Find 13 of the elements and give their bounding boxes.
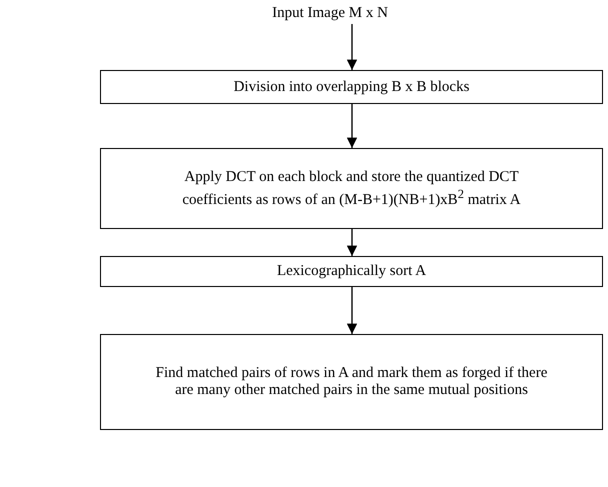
arrow (346, 104, 358, 148)
arrow (346, 229, 358, 256)
process-box (100, 70, 603, 104)
step-text: Division into overlapping B x B blocks (234, 78, 470, 96)
step-text: Apply DCT on each block and store the quantized DCT coefficients as rows of an (M-B+1)(NB+1)xB$^{2}$ matrix A (181, 168, 522, 208)
step-text: Lexicographically sort A (276, 263, 426, 280)
process-box (100, 256, 603, 287)
process-box (100, 148, 603, 229)
step-text: Find matched pairs of rows in A and mark them as forged if there are many other matched pairs in the same mutual positions (154, 365, 548, 399)
arrow (346, 287, 358, 334)
input-label: Input Image M x N (272, 4, 388, 22)
process-box (100, 334, 603, 430)
arrow (346, 24, 358, 70)
